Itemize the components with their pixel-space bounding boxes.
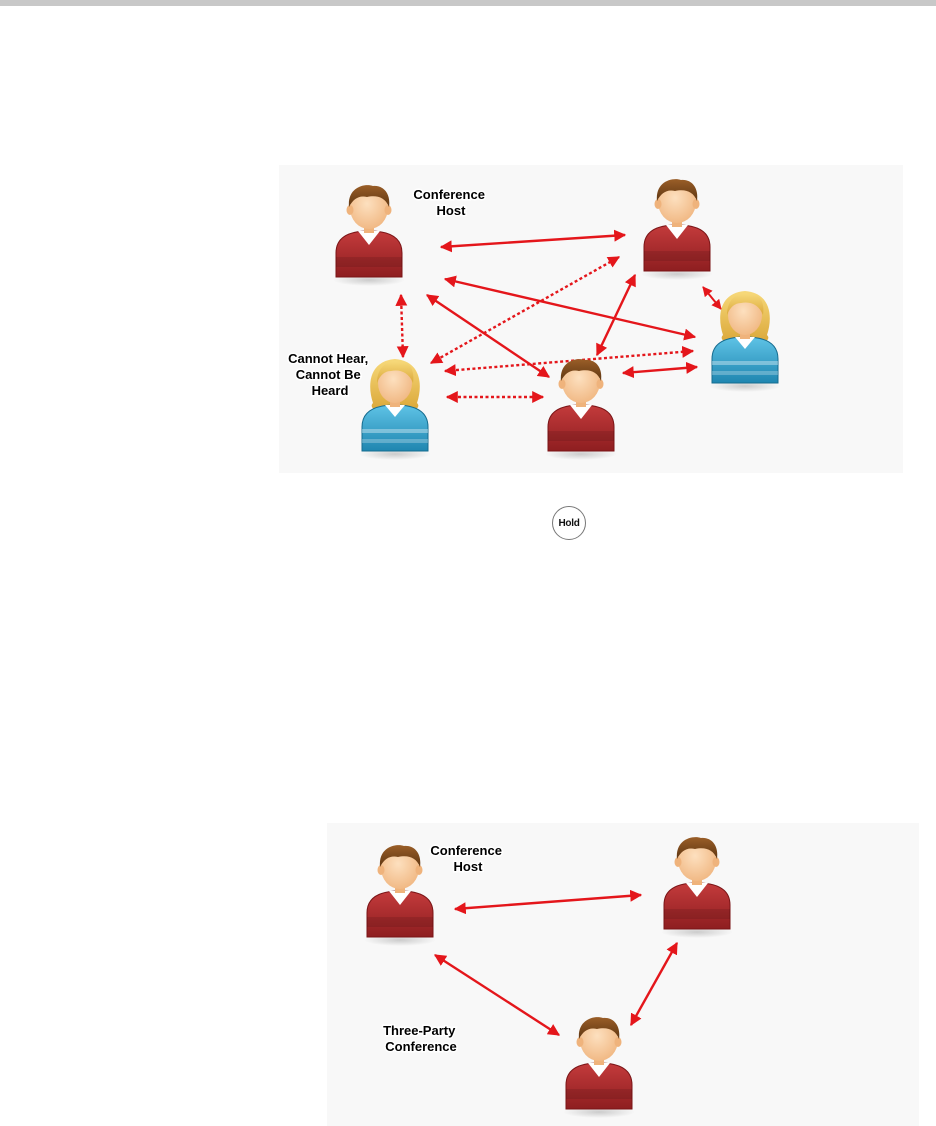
conference-host-label: Conference Host [413, 187, 488, 218]
muted-participant-label: Cannot Hear, Cannot Be Heard [288, 351, 372, 398]
page-top-rule [0, 0, 936, 6]
conference-host-label-line2: Host [437, 203, 467, 218]
muted-participant-label-line1: Cannot Hear, [288, 351, 368, 366]
muted-participant-label-line2: Cannot Be [296, 367, 361, 382]
conference-host-label: Conference Host [430, 843, 505, 874]
conference-host-label-line2: Host [454, 859, 484, 874]
dotted-arrow-muted-woman-to-woman-right [443, 345, 695, 377]
hold-button[interactable]: Hold [552, 506, 586, 540]
arrow-host-to-participant-right [453, 889, 643, 915]
arrow-man-top-right-to-woman-right [702, 286, 722, 310]
conference-diagram-participants: Conference Host Cannot Hear, Cannot Be H… [279, 165, 903, 473]
three-party-conference-label-line1: Three-Party [383, 1023, 456, 1038]
dotted-arrow-muted-woman-to-man-top-right [429, 255, 621, 365]
dotted-arrow-host-to-muted-woman [395, 293, 409, 359]
muted-participant-label-line3: Heard [312, 383, 349, 398]
conference-host-label-line1: Conference [413, 187, 485, 202]
three-party-conference-diagram: Conference Host Three-Party Conference [327, 823, 919, 1126]
three-party-conference-label: Three-Party Conference [383, 1023, 459, 1054]
arrow-participant-right-to-participant-bottom [629, 941, 679, 1027]
arrow-host-to-participant-bottom [433, 953, 561, 1037]
arrow-host-to-man-top-right [439, 229, 627, 253]
conference-host-label-line1: Conference [430, 843, 502, 858]
three-party-conference-label-line2: Conference [385, 1039, 457, 1054]
